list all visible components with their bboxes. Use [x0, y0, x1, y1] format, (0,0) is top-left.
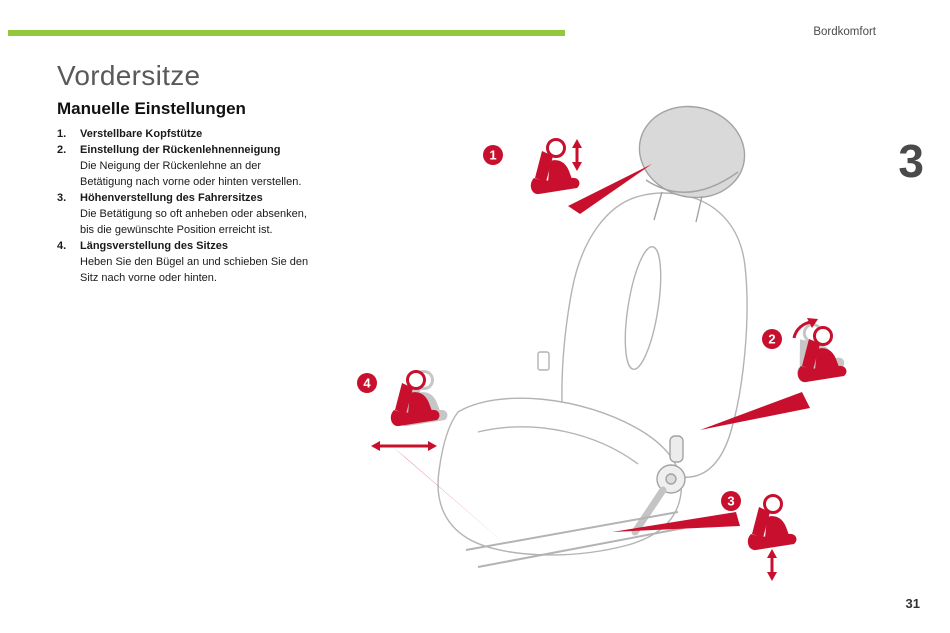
list-item-number: 1.	[57, 128, 67, 140]
headrest-seam	[645, 171, 739, 193]
seat-headrest-adjust-icon	[529, 138, 582, 196]
side-tag	[537, 351, 550, 371]
pointer-ribbon-1	[568, 164, 652, 214]
height-knob	[669, 435, 684, 463]
accent-bar	[8, 30, 565, 36]
seat-recline-adjust-icon	[784, 317, 849, 386]
list-item: 1. Verstellbare Kopfstütze	[57, 126, 312, 142]
list-item-body: Die Neigung der Rückenlehne an der Betät…	[80, 160, 302, 188]
page-number: 31	[905, 596, 920, 611]
list-item-heading: Längsverstellung des Sitzes	[80, 240, 228, 252]
list-item-body: Die Betätigung so oft anheben oder absen…	[80, 208, 307, 236]
list-item: 4. Längsverstellung des Sitzes Heben Sie…	[57, 238, 312, 286]
section-header: Bordkomfort	[813, 26, 876, 38]
list-item-heading: Einstellung der Rückenlehnenneigung	[80, 144, 281, 156]
seat-height-adjust-icon	[746, 494, 798, 581]
callout-1-badge: 1	[483, 145, 503, 165]
seat-rails	[465, 511, 685, 568]
backrest-seam	[624, 246, 662, 370]
list-item-heading: Höhenverstellung des Fahrersitzes	[80, 192, 263, 204]
callout-1-label: 1	[489, 148, 496, 163]
cushion-seam	[477, 426, 639, 465]
seat-slide-adjust-icon	[371, 370, 449, 451]
list-item-number: 3.	[57, 192, 67, 204]
callout-3-badge: 3	[721, 491, 741, 511]
callout-2-badge: 2	[762, 329, 782, 349]
recline-hinge-center	[665, 473, 677, 485]
list-item-number: 4.	[57, 240, 67, 252]
pointer-ribbons	[394, 164, 810, 548]
adjustment-list: 1. Verstellbare Kopfstütze 2. Einstellun…	[57, 126, 312, 286]
callout-2-label: 2	[768, 332, 775, 347]
headrest-posts	[653, 191, 703, 223]
seat-illustration: 1 2 3 4	[357, 105, 849, 581]
headrest	[638, 105, 746, 199]
list-item-heading: Verstellbare Kopfstütze	[80, 128, 203, 140]
seat-drawing	[437, 105, 748, 568]
list-item-body: Heben Sie den Bügel an und schieben Sie …	[80, 256, 309, 284]
page-title: Vordersitze	[57, 60, 201, 91]
chapter-number: 3	[898, 135, 924, 187]
callout-4-label: 4	[363, 376, 371, 391]
pointer-ribbon-4	[394, 448, 510, 548]
page-subtitle: Manuelle Einstellungen	[57, 99, 246, 118]
list-item-number: 2.	[57, 144, 67, 156]
pointer-ribbon-2	[700, 392, 810, 430]
recline-lever	[631, 486, 667, 536]
list-item: 2. Einstellung der Rückenlehnenneigung D…	[57, 142, 312, 190]
pointer-ribbon-3	[612, 512, 740, 532]
callout-3-label: 3	[727, 494, 734, 509]
seat-backrest	[561, 192, 748, 485]
callout-4-badge: 4	[357, 373, 377, 393]
list-item: 3. Höhenverstellung des Fahrersitzes Die…	[57, 190, 312, 238]
